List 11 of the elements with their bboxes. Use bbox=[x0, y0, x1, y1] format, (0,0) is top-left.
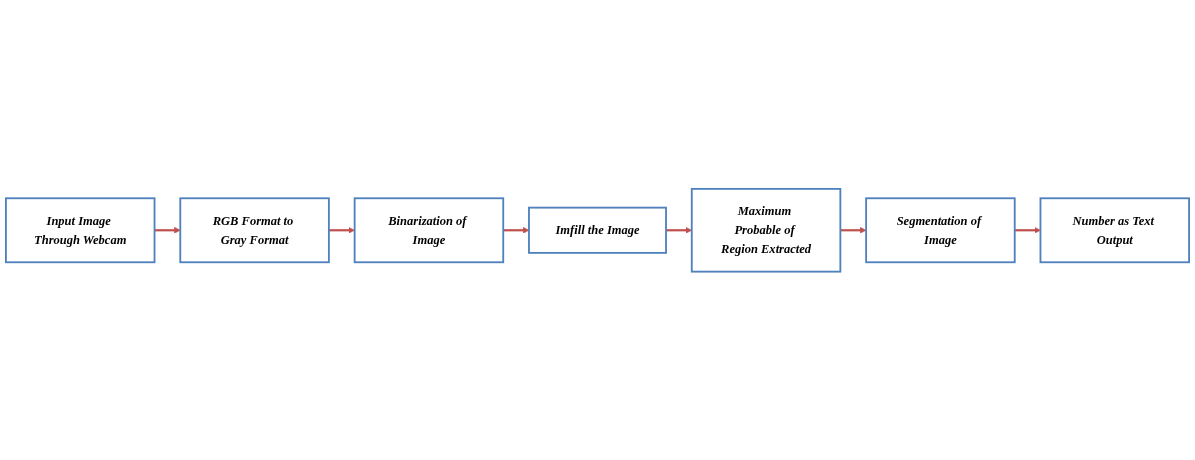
node-box: Binarization of Image bbox=[353, 197, 505, 263]
node-box: Imfill the Image bbox=[528, 206, 667, 254]
node-box: Input Image Through Webcam bbox=[5, 197, 156, 263]
node-box: Number as Text Output bbox=[1039, 197, 1190, 263]
node-box: Segmentation of Image bbox=[865, 197, 1016, 263]
arrow bbox=[840, 226, 867, 234]
arrow bbox=[154, 226, 181, 234]
node-box: RGB Format to Gray Format bbox=[179, 197, 330, 263]
arrow bbox=[328, 226, 355, 234]
node-box: Maximum Probable of Region Extracted bbox=[690, 187, 842, 273]
arrow bbox=[1014, 226, 1041, 234]
